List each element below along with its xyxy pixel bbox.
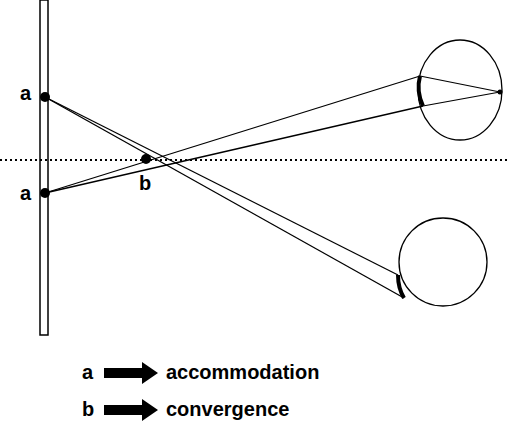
point-label: a [20, 82, 31, 104]
screen-point [40, 92, 50, 102]
screen-plane [40, 0, 48, 335]
focus-point [498, 90, 503, 95]
legend-arrow [104, 362, 158, 384]
eye-lens [398, 275, 404, 298]
legend-text: accommodation [166, 361, 319, 383]
legend-key: a [82, 361, 93, 383]
eye [399, 218, 487, 306]
legend-arrow [104, 399, 158, 421]
eye [418, 40, 502, 140]
legend-text: convergence [166, 398, 289, 420]
focus-rays [420, 76, 500, 106]
point-label: b [139, 172, 151, 194]
point-label: a [20, 182, 31, 204]
screen-point [40, 188, 50, 198]
legend-key: b [82, 398, 94, 420]
virtual-point [141, 154, 151, 164]
axis-line [0, 159, 510, 161]
eye-lens [419, 76, 423, 106]
light-rays [45, 76, 423, 298]
